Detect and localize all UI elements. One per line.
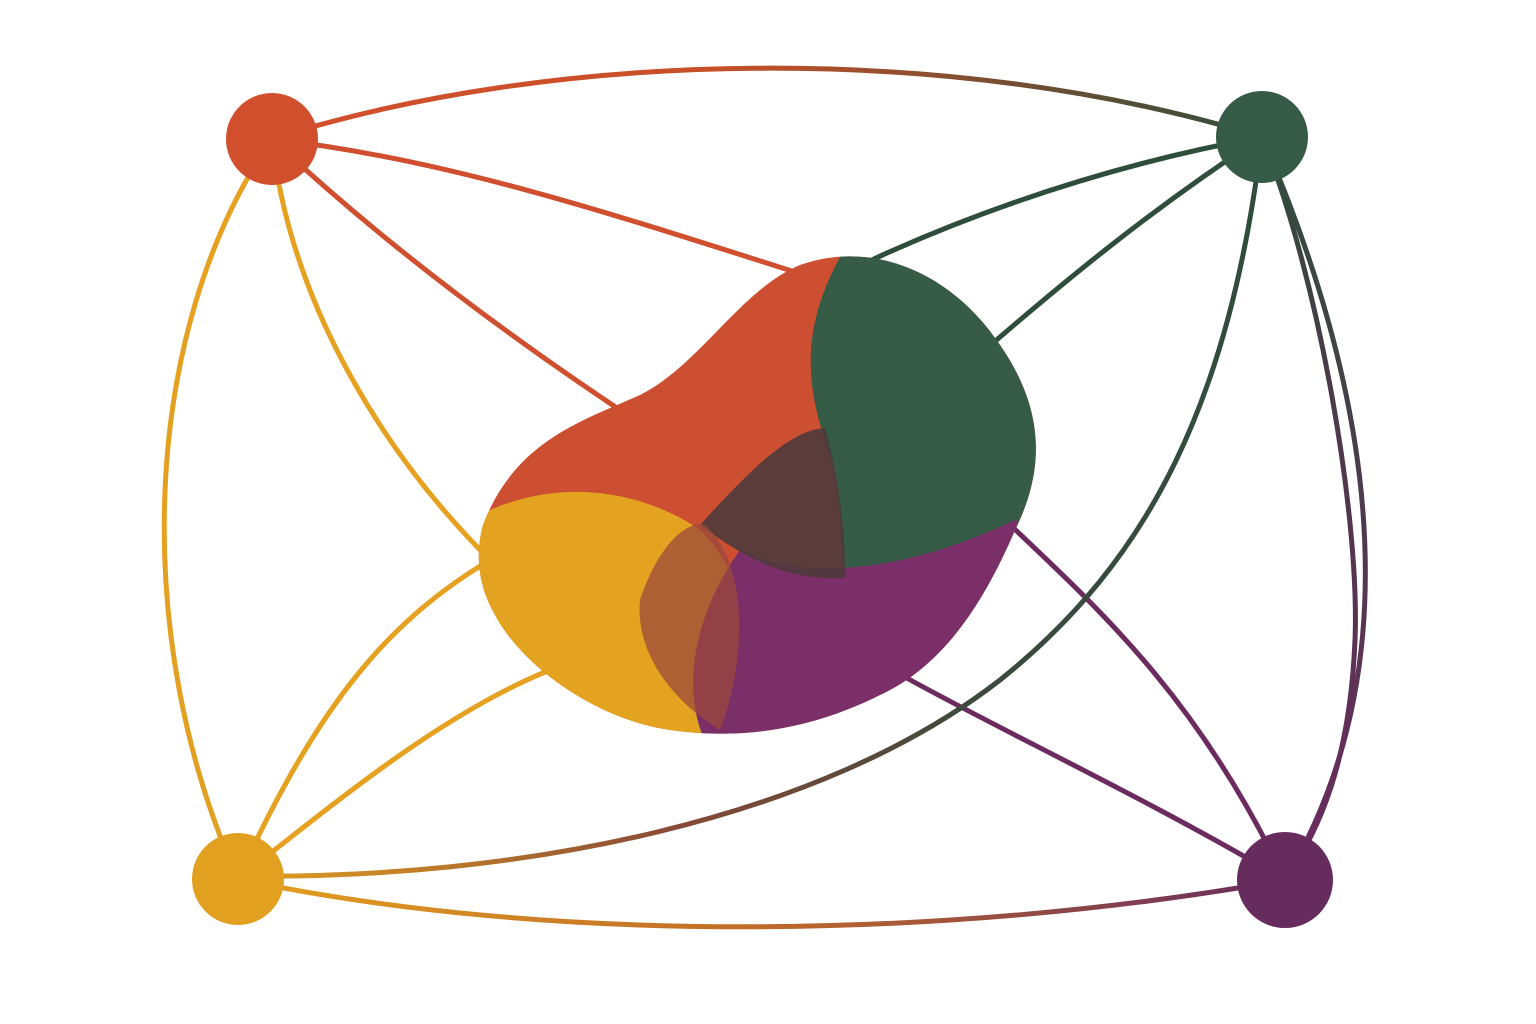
edge-br-to-center-upper — [1002, 517, 1288, 883]
center-blob — [478, 256, 1036, 734]
edge-tr-to-center-lower — [982, 134, 1265, 353]
edge-top — [269, 65, 1265, 142]
edge-left — [161, 136, 275, 882]
edge-bottom — [235, 876, 1288, 930]
blob-segment-green — [810, 256, 1036, 580]
edge-tl-to-center-upper — [269, 136, 823, 283]
edge-bl-to-center — [235, 557, 493, 882]
node-top-right — [1216, 91, 1308, 183]
blob-overlap-center — [700, 428, 845, 579]
edge-tr-to-br-inner — [1259, 134, 1358, 883]
node-bottom-left — [192, 833, 284, 925]
edge-tl-to-bl-inner — [269, 136, 493, 563]
node-bottom-right — [1237, 832, 1333, 928]
blob-overlap-lower — [639, 524, 740, 730]
edge-bl-to-center-lower — [235, 667, 553, 882]
node-top-left — [226, 93, 318, 185]
edge-tr-to-center-upper — [827, 134, 1265, 283]
edge-br-to-center-lower — [902, 674, 1288, 883]
edge-tl-to-br — [269, 136, 623, 413]
edge-tr-to-bl — [235, 134, 1265, 879]
